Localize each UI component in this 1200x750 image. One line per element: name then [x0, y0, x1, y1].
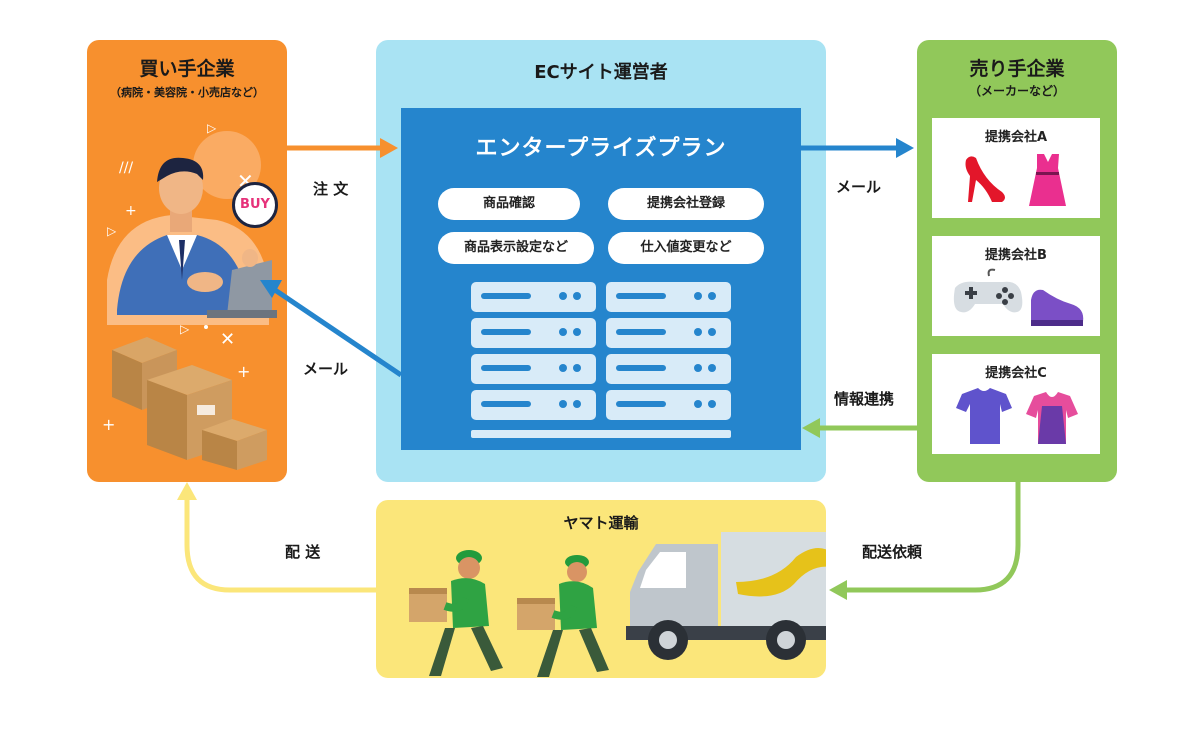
seller-panel: 売り手企業 （メーカーなど） 提携会社A 提携会社B 提携会社C [917, 40, 1117, 482]
delivery-request-label: 配送依頼 [862, 543, 923, 561]
svg-text:✕: ✕ [220, 329, 235, 350]
courier-with-box-illustration-2 [517, 555, 609, 677]
yamato-title: ヤマト運輸 [563, 514, 639, 532]
server-rack-illustration [471, 282, 731, 438]
partner-c-title: 提携会社C [985, 366, 1047, 381]
svg-text:▷: ▷ [180, 322, 190, 336]
seller-title: 売り手企業 [969, 58, 1065, 80]
enterprise-plan-title: エンタープライズプラン [475, 136, 727, 161]
delivery-label: 配 送 [285, 543, 321, 561]
svg-text:▷: ▷ [207, 121, 217, 135]
yamato-panel: ヤマト運輸 [376, 500, 826, 678]
buy-badge: BUY [232, 182, 278, 228]
info-link-label: 情報連携 [834, 390, 895, 408]
mail-to-seller-label: メール [836, 178, 882, 196]
info-link-arrow [802, 418, 917, 438]
order-label: 注 文 [313, 180, 349, 198]
ec-operator-title: ECサイト運営者 [534, 62, 668, 83]
delivery-truck-illustration [626, 532, 826, 660]
buyer-subtitle: （病院・美容院・小売店など） [110, 86, 264, 99]
partner-b-title: 提携会社B [985, 248, 1047, 263]
delivery-arrow [177, 482, 376, 593]
delivery-request-arrow [829, 482, 1021, 600]
svg-text:///: /// [119, 160, 133, 176]
buyer-title: 買い手企業 [139, 58, 235, 80]
svg-text:▷: ▷ [107, 224, 117, 238]
feature-product-display-settings: 商品表示設定など [438, 232, 594, 264]
mail-to-buyer-arrow [260, 280, 403, 378]
svg-text:+: + [102, 415, 115, 434]
svg-text:+: + [237, 362, 250, 381]
gamepad-and-sneaker-icon [953, 268, 1084, 326]
heels-and-dress-icon [965, 154, 1066, 206]
feature-partner-registration: 提携会社登録 [608, 188, 764, 220]
tshirt-and-top-icon [956, 388, 1078, 444]
svg-text:+: + [125, 203, 137, 219]
courier-with-box-illustration-1 [409, 550, 503, 676]
partner-a-title: 提携会社A [984, 130, 1048, 145]
mail-to-seller-arrow [801, 138, 914, 158]
mail-to-buyer-label: メール [303, 360, 349, 378]
partner-card-b: 提携会社B [932, 236, 1100, 336]
feature-product-check: 商品確認 [438, 188, 580, 220]
order-arrow [287, 138, 398, 158]
buyer-panel: 買い手企業 （病院・美容院・小売店など） /// ✕ ▷ ▷ + BUY ▷ ✕… [87, 40, 287, 482]
cardboard-boxes-illustration: ▷ ✕ + + [102, 322, 267, 470]
partner-card-a: 提携会社A [932, 118, 1100, 218]
enterprise-plan-box: エンタープライズプラン 商品確認 提携会社登録 商品表示設定など 仕入値変更など [401, 108, 801, 450]
seller-subtitle: （メーカーなど） [968, 84, 1065, 98]
partner-card-c: 提携会社C [932, 354, 1100, 454]
ec-operator-panel: ECサイト運営者 エンタープライズプラン 商品確認 提携会社登録 商品表示設定な… [376, 40, 826, 482]
feature-purchase-price-change: 仕入値変更など [608, 232, 764, 264]
